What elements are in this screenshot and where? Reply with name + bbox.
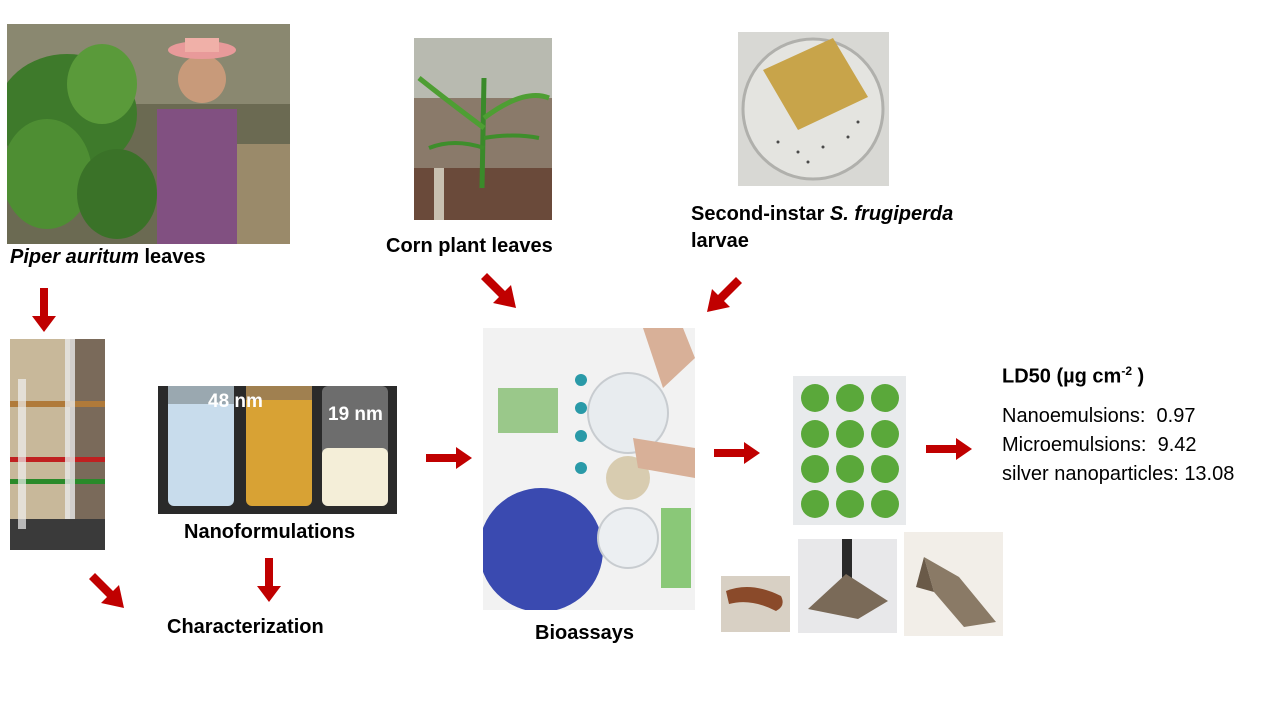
bioassay-setup-photo	[483, 328, 695, 610]
piper-leaves-label: Piper auritum leaves	[10, 246, 206, 268]
corn-plant-photo	[414, 38, 552, 220]
nanoformulations-label: Nanoformulations	[184, 521, 356, 543]
arrow-right-to-bioassays	[426, 447, 472, 469]
arrow-right-to-ld50	[926, 438, 972, 460]
corn-leaves-label: Corn plant leaves	[386, 235, 553, 257]
arrow-right-to-plate	[714, 442, 760, 464]
arrow-diagonal-distillation	[89, 573, 124, 608]
arrow-down-nanoformulations	[257, 558, 281, 602]
particle-size-48nm: 48 nm	[208, 391, 263, 412]
larvae-dish-photo	[738, 32, 889, 186]
distillation-photo	[10, 339, 105, 550]
nanoformulation-tubes-photo	[158, 386, 397, 514]
characterization-label: Characterization	[167, 616, 324, 638]
arrow-down-piper	[32, 288, 56, 332]
larva-photo	[721, 576, 790, 632]
ld50-row-silver-nanoparticles: silver nanoparticles: 13.08	[1002, 463, 1235, 485]
pupa-moth-photo	[798, 539, 897, 633]
ld50-row-nanoemulsions: Nanoemulsions: 0.97	[1002, 405, 1196, 427]
larvae-label-line2: larvae	[691, 230, 749, 252]
arrow-diagonal-larvae	[707, 277, 742, 312]
particle-size-19nm: 19 nm	[328, 404, 383, 425]
piper-leaves-photo	[7, 24, 290, 244]
adult-moth-photo	[904, 532, 1003, 636]
leaf-disc-plate-photo	[793, 376, 906, 525]
arrow-diagonal-corn	[481, 273, 516, 308]
ld50-row-microemulsions: Microemulsions: 9.42	[1002, 434, 1197, 456]
larvae-label-line1: Second-instar S. frugiperda	[691, 203, 954, 225]
ld50-title: LD50 (µg cm-2 )	[1002, 364, 1145, 388]
bioassays-label: Bioassays	[535, 622, 634, 644]
